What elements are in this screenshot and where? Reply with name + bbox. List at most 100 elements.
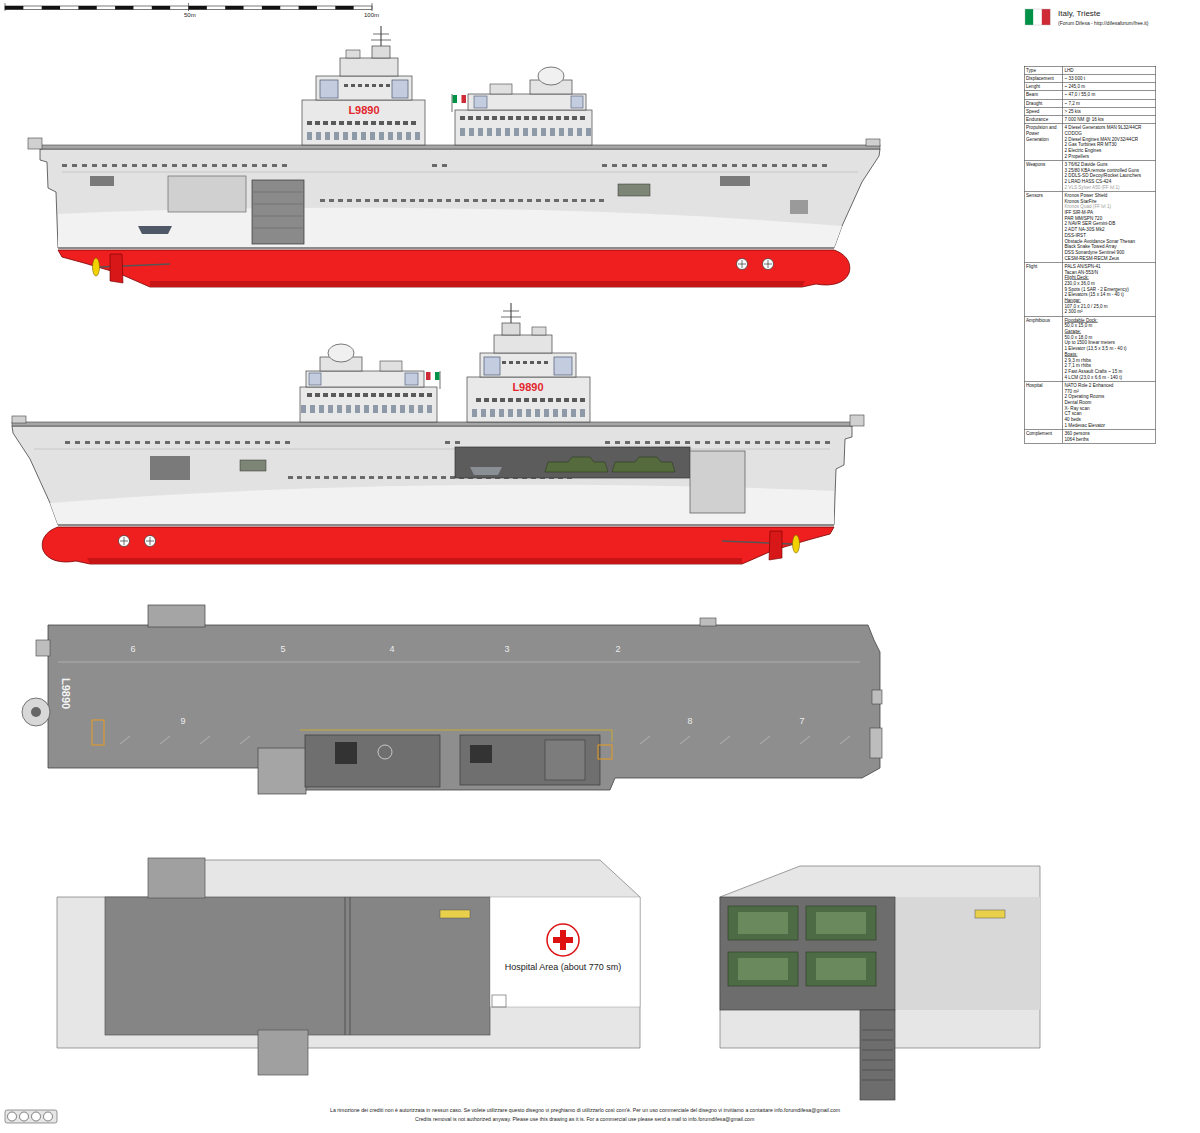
window xyxy=(411,121,416,125)
flight-deck-plan xyxy=(378,745,392,759)
table-row: Endurance 7 000 NM @ 16 kts xyxy=(1025,115,1156,123)
elevator-mark xyxy=(598,745,612,759)
window xyxy=(442,164,447,167)
elevator xyxy=(148,605,205,627)
window xyxy=(371,121,376,125)
hull-openings-port xyxy=(618,184,650,196)
window xyxy=(509,199,514,202)
landing-craft xyxy=(806,952,876,986)
window xyxy=(792,164,797,167)
hull-openings-starboard xyxy=(150,456,190,480)
hospital-area xyxy=(490,897,640,1007)
window xyxy=(379,132,384,140)
table-cell: ~ 245,0 m xyxy=(1063,83,1156,91)
window xyxy=(568,128,573,136)
table-value: 2 Operating Rooms xyxy=(1065,394,1154,400)
table-value: Dental Room xyxy=(1065,400,1154,406)
table-row: Complement360 persons1064 berths xyxy=(1025,429,1156,443)
window-row xyxy=(344,84,390,87)
bow-thruster xyxy=(738,260,746,268)
scale-segment xyxy=(335,6,353,10)
window xyxy=(329,199,334,202)
table-header: Weapons xyxy=(1026,162,1061,168)
window xyxy=(428,199,433,202)
window xyxy=(323,121,328,125)
window xyxy=(556,116,561,120)
island-fore xyxy=(455,110,592,145)
table-value: Kronos StarFire xyxy=(1065,198,1154,204)
window xyxy=(387,121,392,125)
window xyxy=(410,199,415,202)
island-aft xyxy=(340,58,398,76)
italian-flag xyxy=(1025,9,1033,25)
spec-table: TypeLHDDisplacement~ 33 000 tLenght~ 245… xyxy=(1024,66,1156,444)
table-value: Floodable Dock: xyxy=(1065,317,1154,323)
window xyxy=(572,116,577,120)
window xyxy=(476,116,481,120)
window xyxy=(742,164,747,167)
table-header: Endurance xyxy=(1026,117,1061,123)
window xyxy=(692,164,697,167)
window xyxy=(464,199,469,202)
window xyxy=(478,128,483,136)
window xyxy=(162,164,167,167)
table-row: SensorsKronos Power ShieldKronos StarFir… xyxy=(1025,191,1156,262)
table-cell: LHD xyxy=(1063,67,1156,75)
table-row: Lenght~ 245,0 m xyxy=(1025,82,1156,90)
window xyxy=(491,199,496,202)
window xyxy=(361,132,366,140)
window xyxy=(712,164,717,167)
window xyxy=(102,164,107,167)
window xyxy=(612,164,617,167)
drawing-title: Italy, Trieste xyxy=(1058,9,1101,18)
table-value: 2 DDLS-SD Decoy/Rocket Launchers xyxy=(1065,173,1154,179)
hangar-plan xyxy=(57,858,640,1075)
landing-craft xyxy=(728,952,798,986)
credits-note: Credits removal is not authorized anyway… xyxy=(415,1116,754,1122)
license-icons xyxy=(8,1112,17,1121)
window xyxy=(508,116,513,120)
deck-line xyxy=(58,662,860,663)
window xyxy=(352,132,357,140)
window xyxy=(343,132,348,140)
table-value: DSS-IRST xyxy=(1065,233,1154,239)
italian-flag xyxy=(1025,9,1050,25)
table-value: 7 000 NM @ 16 kts xyxy=(1065,117,1154,123)
underwater-hull xyxy=(58,250,850,287)
flight-deck-plan xyxy=(335,742,357,764)
table-cell: Weapons xyxy=(1025,161,1063,192)
window xyxy=(365,84,369,87)
hull xyxy=(40,149,880,248)
table-header: Hospital xyxy=(1026,383,1061,389)
elevator xyxy=(258,1030,308,1075)
window xyxy=(672,164,677,167)
window xyxy=(388,132,393,140)
window xyxy=(307,121,312,125)
window xyxy=(482,199,487,202)
window xyxy=(432,164,437,167)
flight-deck-plan xyxy=(545,740,585,780)
table-value: LHD xyxy=(1065,68,1154,74)
window xyxy=(379,121,384,125)
flight-deck-plan xyxy=(872,690,882,704)
window xyxy=(563,199,568,202)
scale-segment xyxy=(225,6,243,10)
table-value: DSS Sonardyne Sentinel 900 xyxy=(1065,250,1154,256)
window xyxy=(374,199,379,202)
island-aft xyxy=(302,26,425,145)
window xyxy=(532,128,537,136)
window xyxy=(415,132,420,140)
scale-label: 50m xyxy=(184,12,196,19)
window xyxy=(516,116,521,120)
table-value: NATO Role 2 Enhanced xyxy=(1065,383,1154,389)
scale-segment xyxy=(262,6,280,10)
island-aft xyxy=(373,34,389,35)
window xyxy=(782,164,787,167)
window xyxy=(505,128,510,136)
window xyxy=(487,128,492,136)
window xyxy=(383,199,388,202)
ramp xyxy=(860,1010,895,1100)
table-header: Type xyxy=(1026,68,1061,74)
italian-flag xyxy=(1025,9,1050,25)
